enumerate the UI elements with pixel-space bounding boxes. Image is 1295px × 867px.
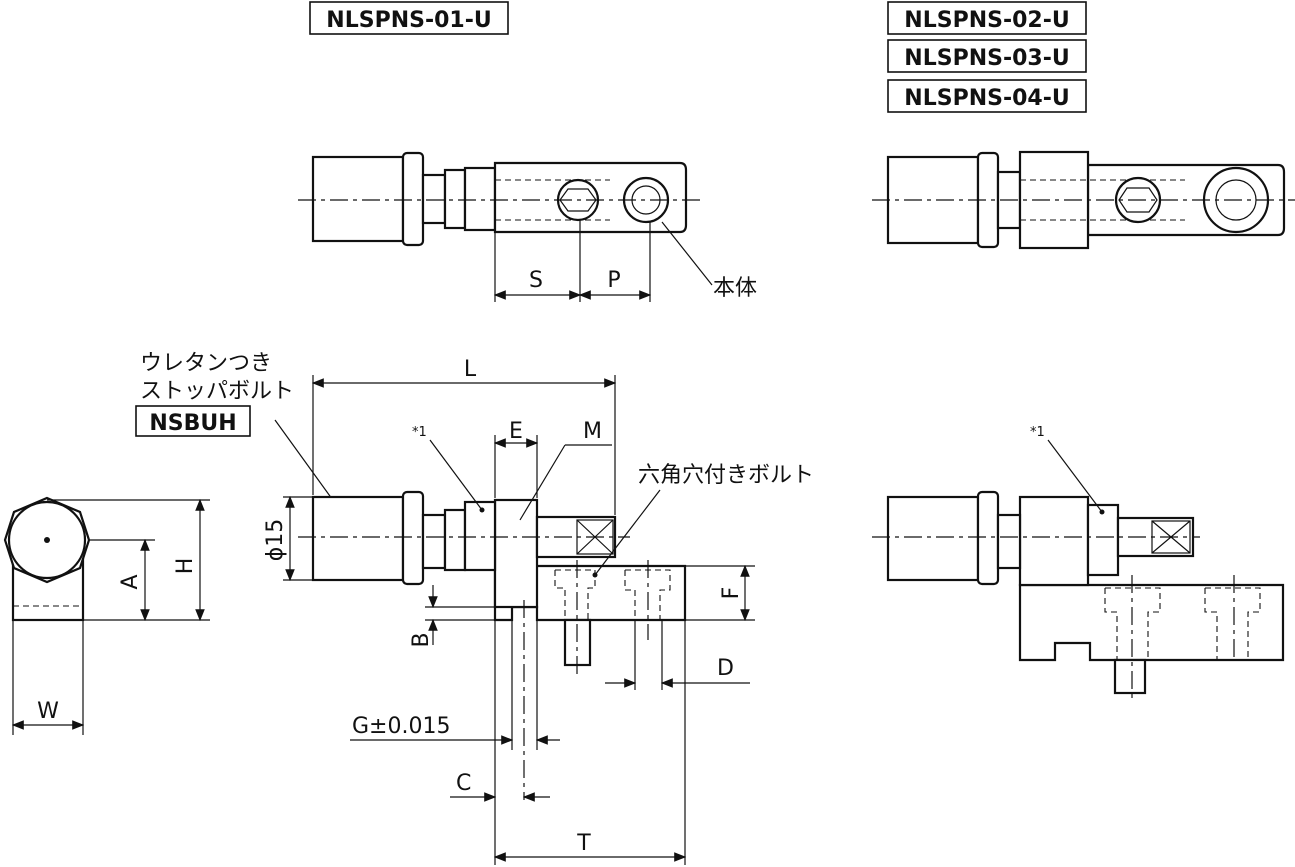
label-urethane-2: ストッパボルト [140,379,294,404]
dim-L: L [464,357,477,382]
dim-A: A [118,574,143,589]
svg-text:NLSPNS-02-U: NLSPNS-02-U [904,8,1069,33]
front-view-01: ウレタンつき ストッパボルト NSBUH L E M [135,351,814,865]
dim-phi15: ϕ15 [263,519,288,562]
label-hex-bolt: 六角穴付きボルト [638,463,814,488]
dim-T: T [576,831,591,856]
dim-S: S [529,268,543,293]
svg-text:NLSPNS-04-U: NLSPNS-04-U [904,86,1069,111]
dim-B: B [409,632,434,647]
model-label-01: NLSPNS-01-U [309,1,509,35]
label-body: 本体 [713,276,757,301]
label-nsbuh: NSBUH [149,411,236,436]
note-mark: *1 [412,425,427,440]
dim-W: W [37,699,59,724]
svg-text:NLSPNS-03-U: NLSPNS-03-U [904,46,1069,71]
dim-M: M [583,419,602,444]
svg-text:NLSPNS-01-U: NLSPNS-01-U [326,8,491,33]
model-label-02: NLSPNS-02-U [887,1,1087,35]
dim-G: G±0.015 [352,714,450,739]
front-view-02: *1 [872,425,1285,700]
model-label-03: NLSPNS-03-U [887,39,1087,73]
top-view-01: S P 本体 [298,151,757,302]
dim-F: F [719,587,744,600]
side-view: H A W [3,496,210,735]
model-label-04: NLSPNS-04-U [887,79,1087,113]
dim-C: C [456,771,471,796]
top-view-02 [872,150,1295,250]
dim-E: E [509,419,523,444]
dim-H: H [173,558,198,575]
dim-P: P [607,268,620,293]
label-urethane-1: ウレタンつき [140,351,272,376]
dim-D: D [717,656,734,681]
note-mark-right: *1 [1030,425,1045,440]
